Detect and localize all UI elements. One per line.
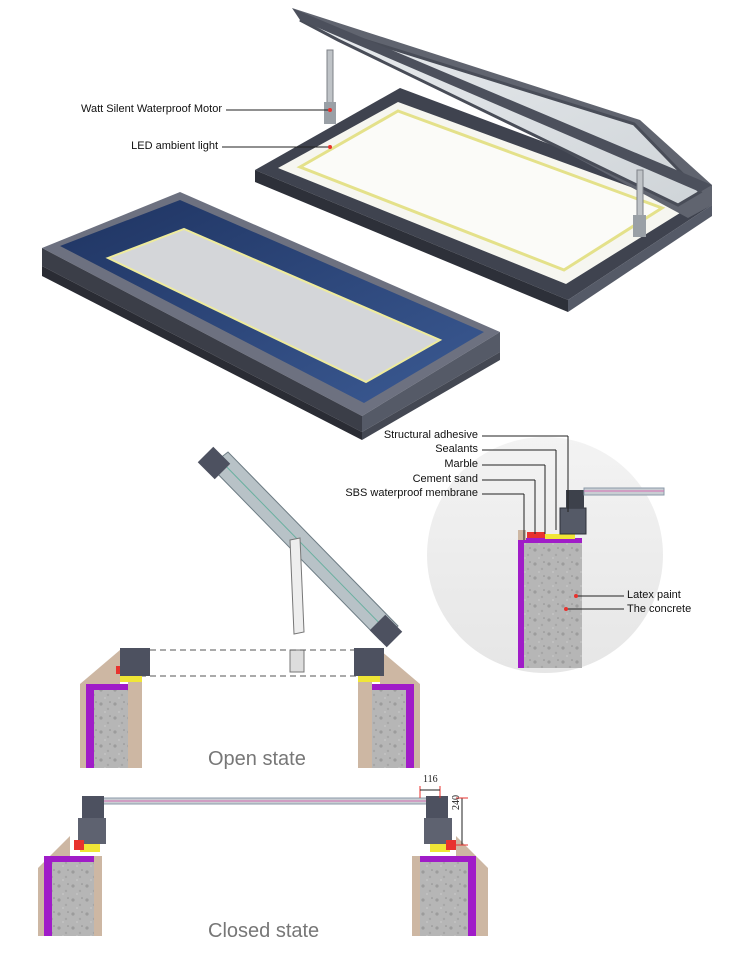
label-led: LED ambient light [131, 140, 218, 152]
label-concrete: The concrete [627, 603, 692, 615]
label-sealants: Sealants [435, 443, 478, 455]
dimension-height: 240 [451, 795, 462, 810]
label-structural-adhesive: Structural adhesive [383, 429, 478, 441]
open-skylight-3d [255, 8, 712, 312]
label-motor: Watt Silent Waterproof Motor [80, 103, 222, 115]
callouts-detail [482, 435, 624, 611]
closed-state-label: Closed state [208, 920, 320, 942]
callouts-top [222, 108, 332, 149]
open-state-section [80, 446, 420, 768]
label-sbs-membrane: SBS waterproof membrane [345, 487, 478, 499]
label-cement-sand: Cement sand [412, 473, 478, 485]
label-latex-paint: Latex paint [627, 589, 681, 601]
dimension-width: 116 [423, 774, 438, 785]
closed-skylight-3d [42, 192, 500, 440]
detail-circle [427, 437, 665, 673]
closed-state-section [38, 786, 488, 936]
label-marble: Marble [444, 458, 478, 470]
open-state-label: Open state [208, 748, 306, 770]
